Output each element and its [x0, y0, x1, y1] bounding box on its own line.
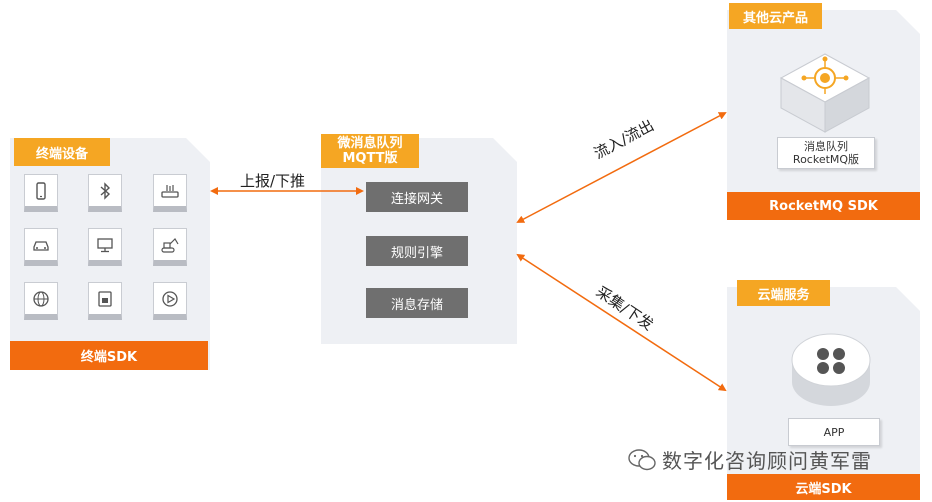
left-arrow-label: 上报/下推	[240, 170, 305, 191]
watermark: 数字化咨询顾问黄军雷	[628, 445, 872, 474]
wechat-icon	[628, 449, 656, 471]
watermark-text: 数字化咨询顾问黄军雷	[662, 445, 872, 474]
down-arrow	[518, 255, 725, 390]
